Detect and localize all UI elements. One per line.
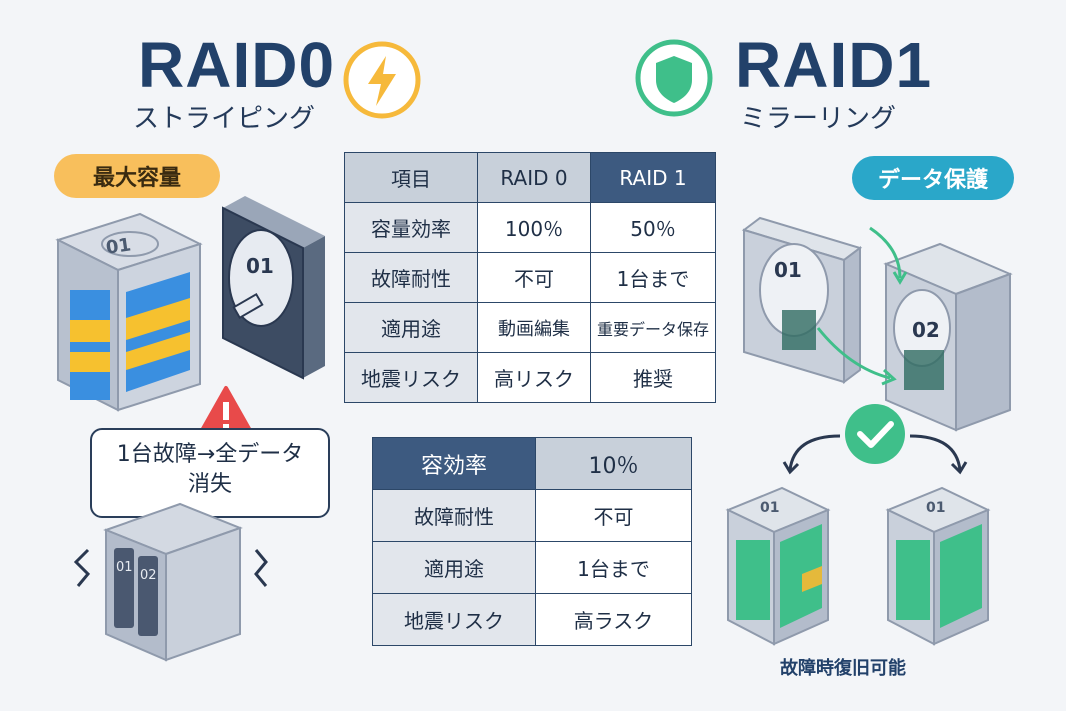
restored-drive-b-illustration (885, 486, 991, 646)
raid1-cell: 1台まで (590, 252, 716, 303)
striped-drive-label: 01 (104, 234, 133, 259)
raid0-cell: 不可 (477, 252, 591, 303)
restored-drive-a-illustration (725, 486, 831, 646)
table-row: 故障耐性 不可 1台まで (344, 252, 716, 303)
restored-drive-a-label: 01 (760, 500, 780, 516)
table-row: 故障耐性 不可 (372, 489, 692, 542)
restored-drive-b-label: 01 (926, 500, 946, 516)
row-value: 高ラスク (535, 593, 692, 646)
header-raid0: RAID 0 (477, 152, 591, 203)
raid1-cell: 重要データ保存 (590, 302, 716, 353)
mirror-arrows-icon (816, 226, 908, 386)
recovery-caption: 故障時復旧可能 (780, 658, 906, 679)
mirror-drive-a-illustration (741, 216, 863, 384)
max-capacity-badge: 最大容量 (54, 154, 220, 198)
header-item: 項目 (344, 152, 478, 203)
failure-warning-box: 1台故障→全データ消失 (90, 428, 330, 518)
raid1-cell: 50％ (590, 202, 716, 253)
row-label: 適用途 (344, 302, 478, 353)
row-label: 故障耐性 (344, 252, 478, 303)
secondary-table: 容効率 10％ 故障耐性 不可 適用途 1台まで 地震リスク 高ラスク (372, 437, 692, 646)
row-label: 故障耐性 (372, 489, 536, 542)
row-label: 地震リスク (344, 352, 478, 403)
table-row: 容量効率 100％ 50％ (344, 202, 716, 253)
row-label: 適用途 (372, 541, 536, 594)
header-raid1: RAID 1 (590, 152, 716, 203)
secondary-header-value: 10％ (535, 437, 692, 490)
raid0-title: RAID0 (138, 29, 336, 101)
shield-icon (635, 39, 713, 117)
row-label: 容量効率 (344, 202, 478, 253)
nas-bay-2-label: 02 (140, 568, 157, 583)
nas-illustration (73, 502, 268, 662)
secondary-header-label: 容効率 (372, 437, 536, 490)
table-header-row: 容効率 10％ (372, 437, 692, 490)
failure-warning-text: 1台故障→全データ消失 (116, 442, 304, 497)
check-branch-icon (782, 404, 968, 475)
row-value: 不可 (535, 489, 692, 542)
mirror-drive-b-label: 02 (912, 318, 940, 342)
table-header-row: 項目 RAID 0 RAID 1 (344, 152, 716, 203)
hdd-label: 01 (246, 254, 274, 278)
lightning-icon (343, 41, 421, 119)
row-label: 地震リスク (372, 593, 536, 646)
table-row: 地震リスク 高リスク 推奨 (344, 352, 716, 403)
data-protection-badge: データ保護 (852, 156, 1014, 200)
table-row: 地震リスク 高ラスク (372, 593, 692, 646)
comparison-table: 項目 RAID 0 RAID 1 容量効率 100％ 50％ 故障耐性 不可 1… (344, 152, 716, 403)
mirror-drive-b-illustration (883, 242, 1013, 432)
raid1-subtitle: ミラーリング (740, 104, 897, 134)
raid0-cell: 高リスク (477, 352, 591, 403)
row-value: 1台まで (535, 541, 692, 594)
raid1-title: RAID1 (735, 29, 933, 101)
raid0-cell: 動画編集 (477, 302, 591, 353)
striped-drive-illustration (55, 212, 203, 412)
raid0-cell: 100％ (477, 202, 591, 253)
table-row: 適用途 動画編集 重要データ保存 (344, 302, 716, 353)
raid0-subtitle: ストライピング (133, 104, 316, 134)
table-row: 適用途 1台まで (372, 541, 692, 594)
mirror-drive-a-label: 01 (774, 258, 802, 282)
hdd-illustration (222, 196, 325, 380)
raid1-cell: 推奨 (590, 352, 716, 403)
nas-bay-1-label: 01 (116, 560, 133, 575)
